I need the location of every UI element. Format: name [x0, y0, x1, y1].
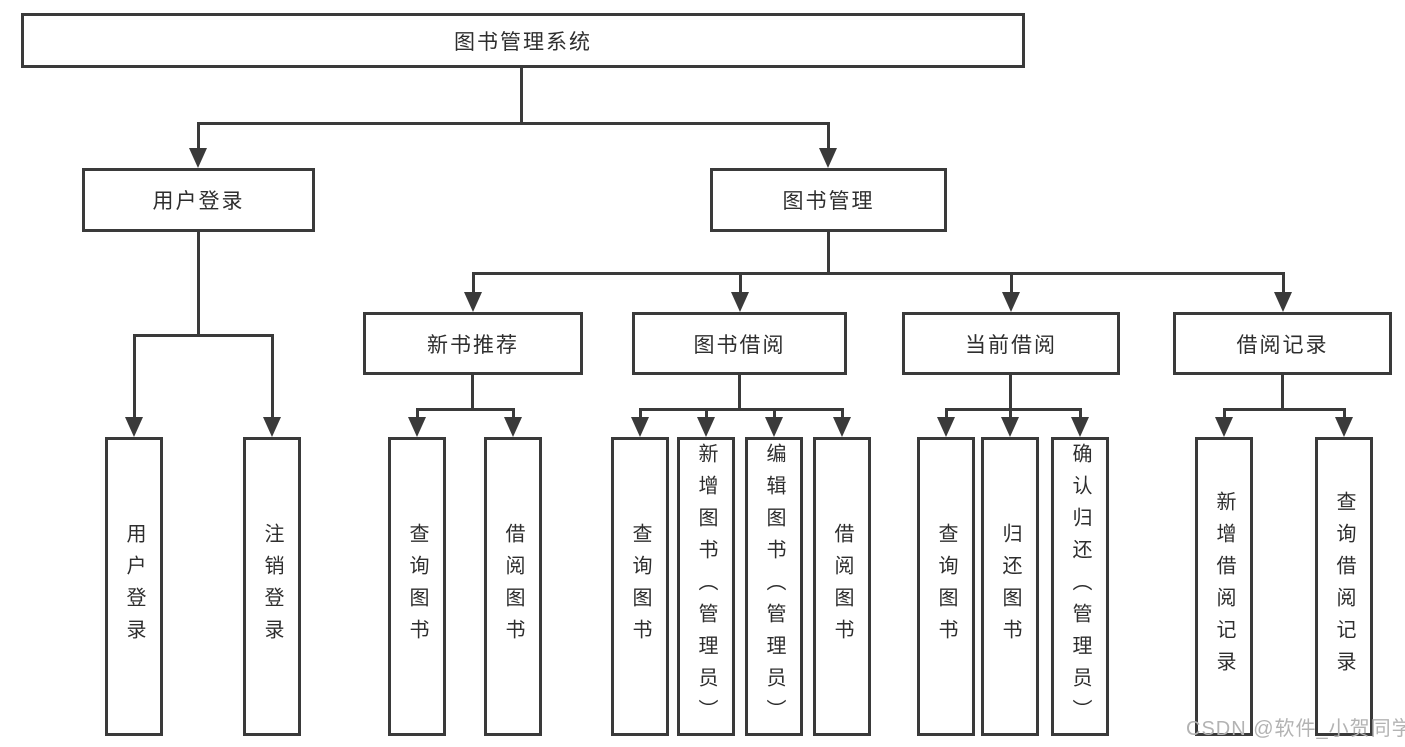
connector-stem-book-mgmt	[827, 122, 830, 150]
connector-stem-leaf	[1223, 408, 1226, 419]
arrow-down-icon	[1001, 417, 1019, 437]
arrow-down-icon	[697, 417, 715, 437]
connector-stem-borrow-records	[1282, 272, 1285, 294]
connector-stem-leaf	[639, 408, 642, 419]
leaf-user-login: 用户登录	[105, 437, 163, 736]
arrow-down-icon	[937, 417, 955, 437]
node-borrow-records-label: 借阅记录	[1236, 333, 1329, 357]
node-book-mgmt-label: 图书管理	[782, 190, 875, 213]
leaf-newbooks-query-books: 查询图书	[388, 437, 446, 736]
leaf-label: 新增图书（管理员）	[695, 442, 717, 731]
connector-book-mgmt-stem	[827, 232, 830, 272]
arrow-down-icon	[408, 417, 426, 437]
csdn-watermark: CSDN @软件_小贺同学	[1186, 718, 1405, 740]
connector-stem-new-books	[472, 272, 475, 294]
connector-new-books-stem	[471, 375, 474, 408]
arrow-down-icon	[1215, 417, 1233, 437]
leaf-confirm-return-admin: 确认归还（管理员）	[1051, 437, 1109, 736]
leaf-edit-books-admin: 编辑图书（管理员）	[745, 437, 803, 736]
leaf-borrow-borrow-books: 借阅图书	[813, 437, 871, 736]
connector-stem-current-borrow	[1010, 272, 1013, 294]
node-user-login: 用户登录	[82, 168, 315, 232]
arrow-down-icon	[504, 417, 522, 437]
arrow-down-icon	[731, 292, 749, 312]
arrow-down-icon	[263, 417, 281, 437]
node-root-label: 图书管理系统	[454, 30, 592, 54]
connector-stem-leaf	[512, 408, 515, 419]
leaf-label: 编辑图书（管理员）	[763, 442, 785, 731]
connector-root-split	[197, 122, 830, 125]
node-root-library-system: 图书管理系统	[21, 13, 1025, 68]
connector-root-stem	[520, 68, 523, 122]
leaf-label: 查询图书	[935, 522, 957, 651]
connector-borrow-records-split	[1223, 408, 1346, 411]
leaf-label: 查询图书	[629, 522, 651, 651]
node-new-books: 新书推荐	[363, 312, 583, 375]
node-current-borrow-label: 当前借阅	[965, 333, 1057, 357]
connector-stem-book-borrow	[739, 272, 742, 294]
connector-book-borrow-split	[639, 408, 844, 411]
arrow-down-icon	[1274, 292, 1292, 312]
connector-book-mgmt-split	[472, 272, 1285, 275]
arrow-down-icon	[125, 417, 143, 437]
connector-stem-leaf	[416, 408, 419, 419]
node-borrow-records: 借阅记录	[1173, 312, 1392, 375]
leaf-return-books: 归还图书	[981, 437, 1039, 736]
leaf-current-query-books: 查询图书	[917, 437, 975, 736]
arrow-down-icon	[1335, 417, 1353, 437]
leaf-label: 注销登录	[261, 522, 283, 651]
leaf-label: 借阅图书	[502, 522, 524, 651]
connector-stem-leaf	[1009, 408, 1012, 419]
leaf-label: 归还图书	[999, 522, 1021, 651]
leaf-label: 新增借阅记录	[1213, 490, 1235, 683]
leaf-label: 查询图书	[406, 522, 428, 651]
connector-stem-leaf	[773, 408, 776, 419]
node-new-books-label: 新书推荐	[427, 333, 519, 357]
connector-stem-leaf	[945, 408, 948, 419]
leaf-add-borrow-record: 新增借阅记录	[1195, 437, 1253, 736]
leaf-newbooks-borrow-books: 借阅图书	[484, 437, 542, 736]
leaf-logout: 注销登录	[243, 437, 301, 736]
arrow-down-icon	[1002, 292, 1020, 312]
node-book-mgmt: 图书管理	[710, 168, 947, 232]
connector-stem-leaf	[705, 408, 708, 419]
connector-stem-leaf	[1079, 408, 1082, 419]
connector-new-books-split	[416, 408, 515, 411]
leaf-label: 查询借阅记录	[1333, 490, 1355, 683]
connector-user-login-split	[133, 334, 274, 337]
connector-current-borrow-split	[945, 408, 1082, 411]
node-current-borrow: 当前借阅	[902, 312, 1120, 375]
connector-current-borrow-stem	[1009, 375, 1012, 408]
connector-stem-leaf	[1343, 408, 1346, 419]
connector-user-login-stem	[197, 232, 200, 334]
connector-borrow-records-stem	[1281, 375, 1284, 408]
connector-stem-leaf	[841, 408, 844, 419]
arrow-down-icon	[1071, 417, 1089, 437]
node-user-login-label: 用户登录	[152, 190, 245, 213]
leaf-borrow-query-books: 查询图书	[611, 437, 669, 736]
connector-stem-leaf	[271, 334, 274, 418]
node-book-borrow-label: 图书借阅	[693, 333, 786, 357]
node-book-borrow: 图书借阅	[632, 312, 847, 375]
leaf-label: 确认归还（管理员）	[1069, 442, 1091, 731]
leaf-label: 用户登录	[123, 522, 145, 651]
arrow-down-icon	[833, 417, 851, 437]
arrow-down-icon	[631, 417, 649, 437]
arrow-down-icon	[819, 148, 837, 168]
arrow-down-icon	[464, 292, 482, 312]
connector-stem-user-login	[197, 122, 200, 150]
arrow-down-icon	[189, 148, 207, 168]
leaf-add-books-admin: 新增图书（管理员）	[677, 437, 735, 736]
leaf-query-borrow-record: 查询借阅记录	[1315, 437, 1373, 736]
connector-book-borrow-stem	[738, 375, 741, 408]
leaf-label: 借阅图书	[831, 522, 853, 651]
connector-stem-leaf	[133, 334, 136, 418]
arrow-down-icon	[765, 417, 783, 437]
